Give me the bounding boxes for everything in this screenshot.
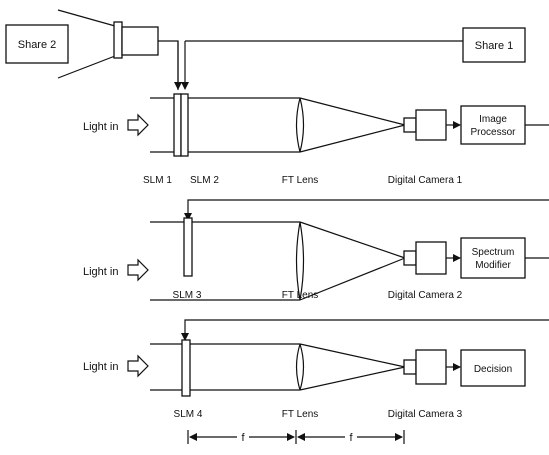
slm-2-element (180, 93, 189, 157)
slm-3-label: SLM 3 (173, 290, 202, 301)
light-in-label-2: Light in (83, 266, 118, 278)
light-in-label-1: Light in (83, 121, 118, 133)
digital-camera-2-label: Digital Camera 2 (388, 290, 463, 301)
decision-box (460, 349, 526, 387)
ft-lens-3 (299, 343, 305, 391)
feedback-line-1 (184, 199, 549, 221)
spectrum-modifier-box (460, 237, 526, 279)
slm-4-label: SLM 4 (174, 409, 203, 420)
share-2-group: Share 2 (5, 24, 69, 64)
image-processor-label-line2: Processor (470, 127, 516, 138)
ft-lens-label-2: FT Lens (282, 290, 319, 301)
slm-4-element (181, 339, 191, 397)
ft-lens-label-1: FT Lens (282, 175, 319, 186)
digital-camera-3-label: Digital Camera 3 (388, 409, 463, 420)
share-1-box (462, 27, 526, 63)
slm-1-label: SLM 1 (143, 175, 172, 186)
light-in-arrow-icon-2 (127, 258, 149, 282)
share-2-label: Share 2 (18, 39, 57, 51)
ft-lens-label-3: FT Lens (282, 409, 319, 420)
focal-length-dimension: f f (187, 430, 405, 444)
stage-3: Light in Decision SLM 4 FT Lens Digital … (83, 339, 526, 420)
image-processor-label-line1: Image (479, 114, 507, 125)
slm-1-element (173, 93, 182, 157)
spectrum-modifier-label-line2: Modifier (475, 260, 511, 271)
image-processor-box (460, 105, 526, 145)
stage-2: Light in Spectrum Modifier SLM 3 FT Lens… (83, 217, 549, 301)
digital-camera-2-icon (403, 241, 447, 275)
share-1-label: Share 1 (475, 40, 514, 52)
ft-lens-1 (299, 97, 305, 153)
digital-camera-1-icon (403, 109, 447, 141)
digital-camera-1-label: Digital Camera 1 (388, 175, 463, 186)
light-in-arrow-icon-3 (127, 354, 149, 378)
ft-lens-2 (299, 221, 305, 301)
light-in-arrow-icon-1 (127, 113, 149, 137)
share-1-group: Share 1 (462, 27, 526, 63)
slm-3-element (183, 217, 193, 277)
feedback-line-2 (181, 319, 549, 341)
stage-1: Light in Image Processor SLM 1 SLM 2 FT … (83, 93, 549, 186)
focal-length-label-right: f (349, 432, 353, 444)
light-in-label-3: Light in (83, 361, 118, 373)
slm-2-label: SLM 2 (190, 175, 219, 186)
share-feed-lines (158, 40, 463, 90)
decision-label: Decision (474, 364, 512, 375)
spectrum-modifier-label-line1: Spectrum (472, 247, 515, 258)
digital-camera-3-icon (403, 349, 447, 385)
share-2-box (5, 24, 69, 64)
focal-length-label-left: f (241, 432, 245, 444)
projector-icon (57, 9, 159, 79)
